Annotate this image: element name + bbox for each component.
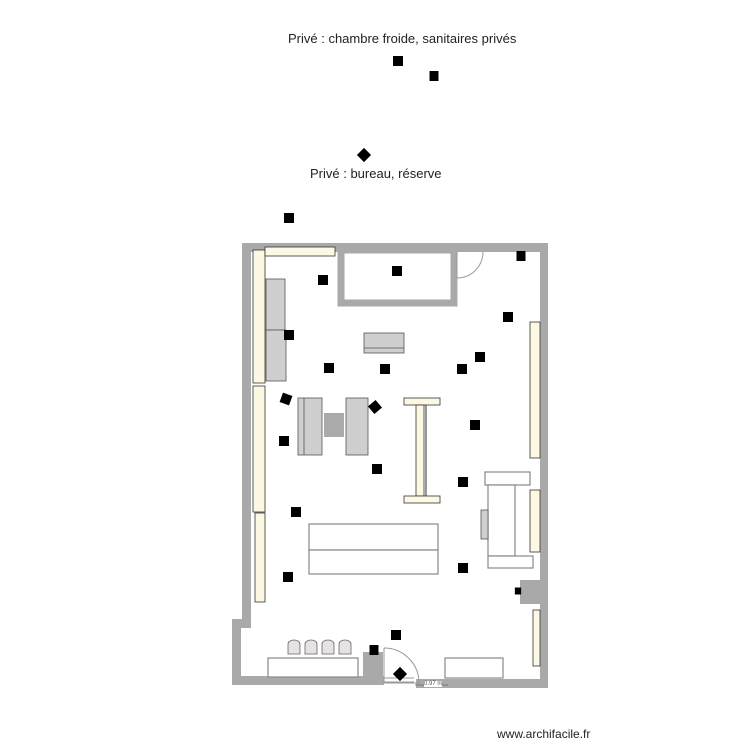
exit-sign-icon [503,312,513,322]
exit-sign-icon [457,364,467,374]
exit-sign-icon [283,572,293,582]
exit-sign-icon [470,420,480,430]
exit-sign-icon [367,399,383,415]
exit-sign-icon [392,266,402,276]
exit-sign-icon [458,477,468,487]
exit-sign-icon [392,666,408,682]
exit-sign-icon [279,392,293,406]
wall-shelves [252,246,541,667]
zone-label-private-office: Privé : bureau, réserve [310,166,442,181]
chairs [287,639,352,655]
t-shelf [403,397,441,504]
fire-extinguisher-icon [514,587,522,595]
exit-sign-icon [291,507,301,517]
door-swing [456,251,484,279]
exit-sign-icon [356,147,372,163]
exit-sign-icon [458,563,468,573]
furniture [267,471,534,679]
exit-sign-icon [284,213,294,223]
fire-extinguisher-icon [429,71,439,81]
entrance-door [383,647,420,684]
right-pillar [520,580,542,604]
watermark[interactable]: www.archifacile.fr [497,727,591,741]
display-units [265,278,405,456]
exit-sign-icon [372,464,382,474]
cold-room [337,246,458,307]
exit-sign-icon [391,630,401,640]
fire-extinguisher-icon [516,251,526,261]
fire-extinguisher-icon [369,645,379,655]
exit-sign-icon [324,363,334,373]
exit-sign-icon [475,352,485,362]
exit-sign-icon [284,330,294,340]
exit-sign-icon [393,56,403,66]
exit-sign-icon [279,436,289,446]
exit-signs [279,56,513,682]
entrance-pillar [363,652,383,685]
exit-sign-icon [380,364,390,374]
exit-sign-icon [318,275,328,285]
zone-label-private-cold-room: Privé : chambre froide, sanitaires privé… [288,31,517,46]
dimension-label: 0.97 m [424,681,443,687]
